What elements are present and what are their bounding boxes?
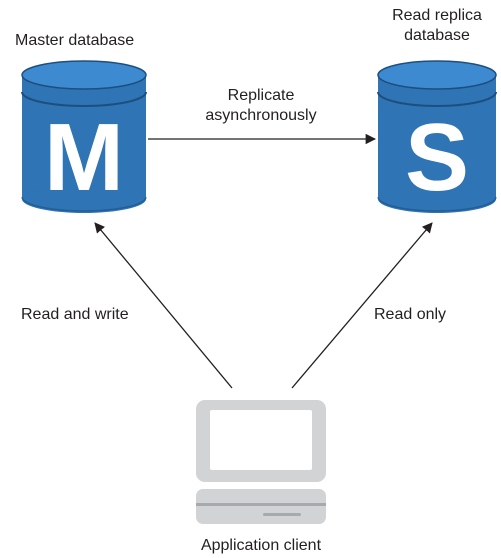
replicate-label-line-1: Replicate — [227, 87, 295, 104]
master-letter: M — [44, 104, 124, 211]
replica-label-line-2: database — [404, 27, 470, 44]
replica-label-line-1: Read replica — [392, 7, 482, 24]
master-database-icon: M — [21, 60, 147, 213]
read-write-label: Read and write — [21, 306, 129, 323]
replicate-label: Replicate asynchronously — [196, 86, 326, 126]
computer-icon — [196, 400, 326, 524]
read-write-arrow — [94, 222, 233, 389]
read-only-arrow — [291, 222, 433, 389]
replica-database-label: Read replica database — [375, 6, 499, 46]
read-only-label: Read only — [374, 306, 447, 323]
replicate-label-line-2: asynchronously — [205, 107, 317, 124]
replica-letter: S — [405, 104, 469, 211]
master-database-label: Master database — [15, 32, 135, 49]
application-client-label: Application client — [200, 537, 322, 554]
replica-database-icon: S — [377, 60, 497, 213]
